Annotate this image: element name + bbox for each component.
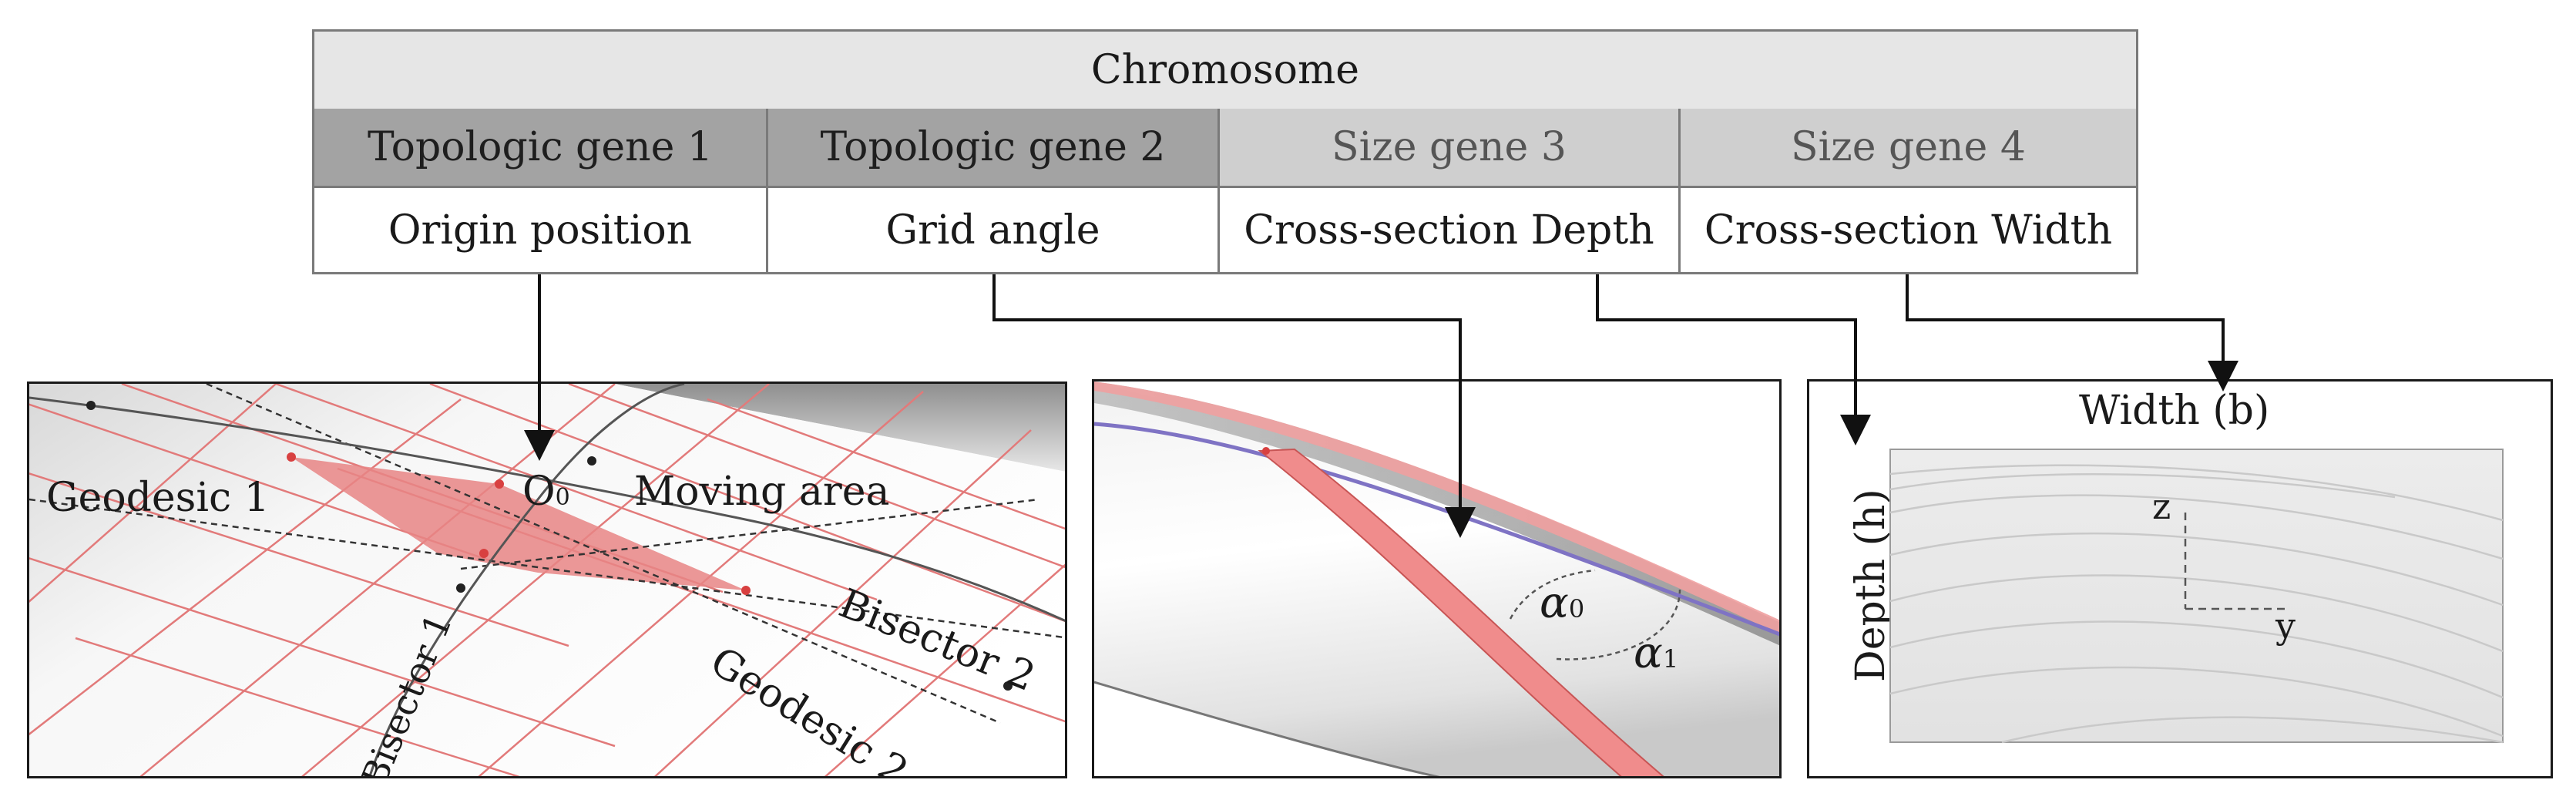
connector-gene-2 <box>992 274 1476 538</box>
z-axis-label: z <box>2152 486 2171 527</box>
surface-body <box>29 384 1065 776</box>
y-axis-label: y <box>2275 605 2296 647</box>
origin-point-main: O <box>522 469 556 515</box>
gene-3-description: Cross-section Depth <box>1220 188 1681 272</box>
gene-1-description: Origin position <box>314 188 768 272</box>
gene-4-description: Cross-section Width <box>1681 188 2136 272</box>
diagonal-beam <box>1258 448 1664 776</box>
reference-curve <box>1094 422 1779 637</box>
tube-top-edge <box>1094 382 1779 646</box>
gene-1-header: Topologic gene 1 <box>314 109 768 186</box>
width-label: Width (b) <box>2079 388 2270 434</box>
beam-node <box>1262 447 1270 455</box>
grid-angle-panel: α0 α1 <box>1092 379 1782 778</box>
alpha0-label: α0 <box>1540 578 1584 628</box>
alpha1-subscript: 1 <box>1662 644 1679 674</box>
gene-3-header: Size gene 3 <box>1220 109 1681 186</box>
grid-lines-b <box>29 384 1065 776</box>
connector-gene-3 <box>1596 274 1871 445</box>
tube-lower-outline <box>1094 681 1440 776</box>
alpha0-main: α <box>1540 578 1569 628</box>
alpha1-main: α <box>1634 628 1663 678</box>
alpha0-arc <box>1509 569 1596 620</box>
origin-position-panel: Geodesic 1 O0 Moving area Bisector 1 Bis… <box>27 382 1067 778</box>
bisector-curves <box>29 384 1065 776</box>
chromosome-table: Chromosome Topologic gene 1 Topologic ge… <box>312 29 2138 274</box>
origin-point-label: O0 <box>522 469 570 515</box>
grid-nodes <box>86 401 1013 691</box>
gene-header-row: Topologic gene 1 Topologic gene 2 Size g… <box>314 109 2136 188</box>
gridshell-surface-render <box>29 384 1065 776</box>
alpha1-label: α1 <box>1634 628 1678 678</box>
alpha0-subscript: 0 <box>1568 594 1585 624</box>
gene-2-description: Grid angle <box>768 188 1220 272</box>
gene-2-header: Topologic gene 2 <box>768 109 1220 186</box>
geodesic-1-label: Geodesic 1 <box>46 475 270 521</box>
gene-4-header: Size gene 4 <box>1681 109 2136 186</box>
geodesic-lines <box>29 384 1065 724</box>
alpha1-arc <box>1556 589 1681 661</box>
moving-area-nodes <box>287 452 751 595</box>
gene-description-row: Origin position Grid angle Cross-section… <box>314 188 2136 272</box>
origin-point-subscript: 0 <box>555 484 570 511</box>
curved-beam-render <box>1094 382 1779 776</box>
connector-gene-4 <box>1906 274 2238 392</box>
moving-area-label: Moving area <box>634 469 890 515</box>
